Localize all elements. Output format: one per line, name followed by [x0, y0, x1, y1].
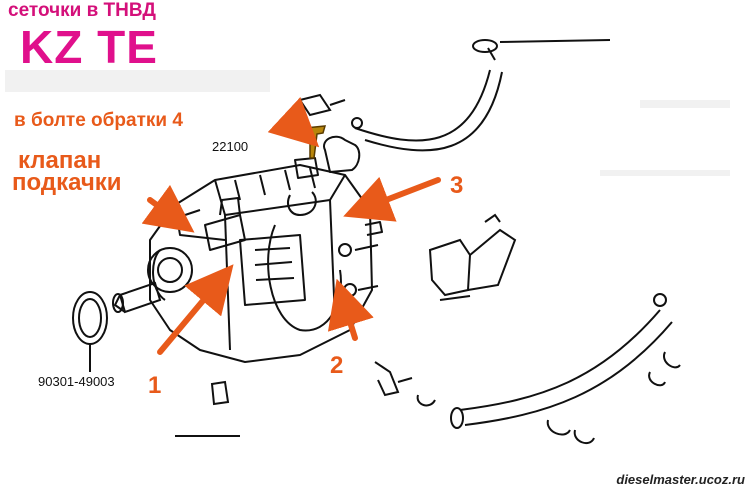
watermark: dieselmaster.ucoz.ru: [616, 472, 745, 487]
part-number-pump: 22100: [212, 139, 249, 154]
part-number-gasket: 90301-49003: [38, 374, 115, 389]
engine-model: KZ TE: [20, 21, 158, 73]
return-banjo-fitting: [298, 93, 363, 129]
arrow-1: [157, 264, 234, 355]
marker-2: 2: [330, 352, 344, 379]
arrow-2: [327, 278, 374, 341]
upper-hose: [354, 39, 611, 152]
drive-shaft: [112, 281, 162, 314]
valve-label-line1: клапан: [18, 147, 102, 174]
marker-1: 1: [148, 372, 162, 399]
small-fittings: [175, 361, 436, 437]
valve-label-line2: подкачки: [12, 169, 122, 196]
bolt-return-label: в болте обратки 4: [14, 110, 183, 131]
diagram-title: сеточки в ТНВД: [8, 0, 156, 21]
marker-3: 3: [450, 172, 464, 199]
arrow-4: [267, 96, 320, 148]
bracket-parts: [428, 213, 517, 301]
highlighted-bolt: [304, 125, 327, 159]
ghost-background: [5, 70, 730, 176]
arrow-3: [343, 176, 441, 222]
arrow-valve: [141, 184, 195, 233]
lower-hose: [450, 293, 681, 445]
annotation-arrows: [141, 96, 441, 355]
gasket-ring: [72, 291, 108, 372]
